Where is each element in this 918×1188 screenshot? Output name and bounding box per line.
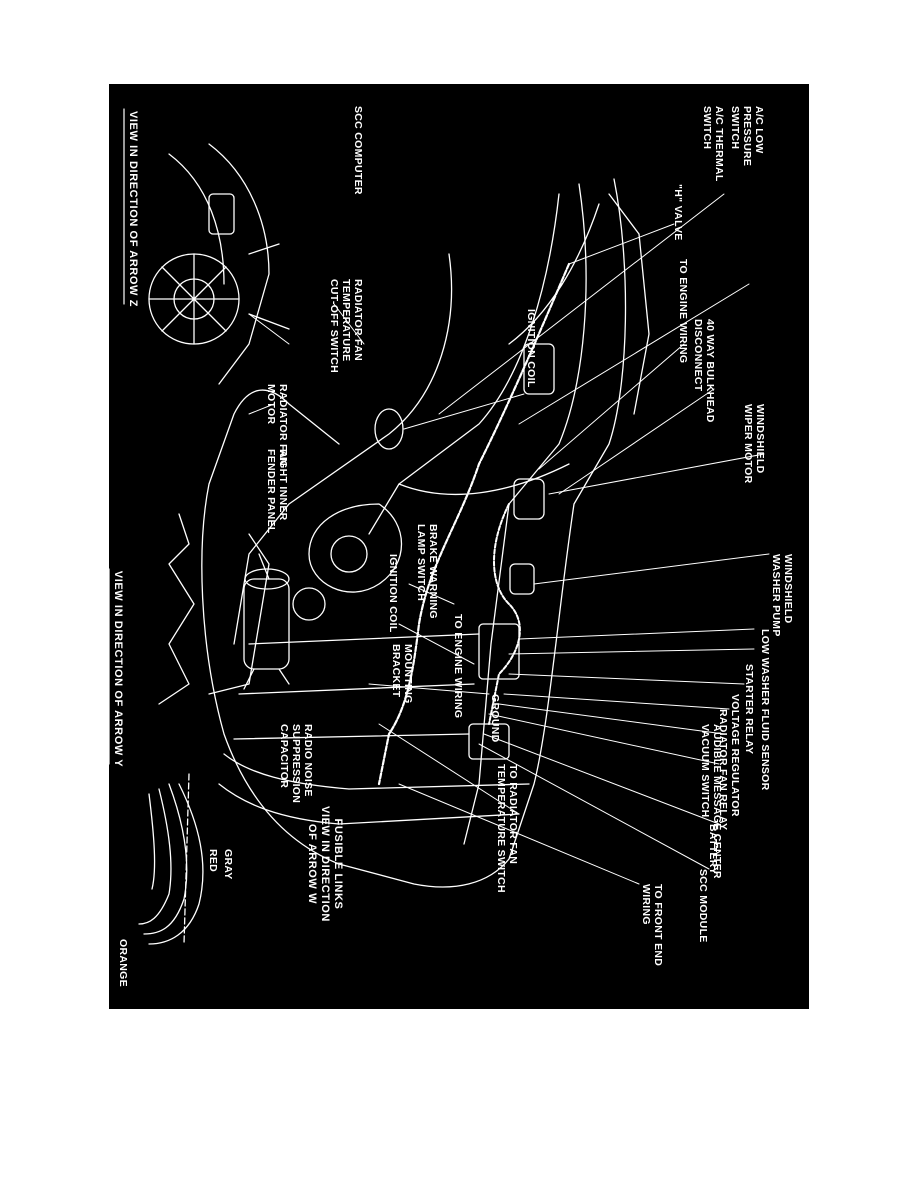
inner-fender-line: [233, 253, 453, 645]
battery-label: BATTERY: [707, 824, 719, 875]
arrow-z-detail: [148, 143, 290, 385]
to-front-end-wiring-label: TO FRONT END WIRING: [640, 884, 664, 967]
relay-block-shape: [478, 623, 520, 680]
radiator-support: [233, 633, 480, 740]
fusible-red-label: RED: [207, 849, 219, 873]
fusible-orange-label: ORANGE: [117, 939, 129, 987]
voltage-regulator-label: VOLTAGE REGULATOR: [729, 694, 741, 817]
front-end-panel-2: [218, 783, 520, 825]
rotated-diagram: A/C LOW PRESSURE SWITCH A/C THERMAL SWIT…: [109, 84, 809, 1009]
scc-module-shape: [468, 723, 510, 760]
wiring-harness: [377, 262, 571, 786]
fusible-links-caption-1: FUSIBLE LINKS: [332, 818, 344, 910]
h-valve-label: "H" VALVE: [672, 184, 684, 241]
to-engine-wiring-bottom-label: TO ENGINE WIRING: [452, 614, 464, 719]
ac-switch-shape: [523, 343, 555, 395]
ac-thermal-switch-label: A/C THERMAL SWITCH: [701, 106, 725, 182]
low-washer-fluid-sensor-label: LOW WASHER FLUID SENSOR: [759, 629, 771, 791]
starter-relay-label: STARTER RELAY: [743, 664, 755, 755]
mounting-bracket-label: MOUNTING BRACKET: [390, 644, 414, 704]
ground-label: GROUND: [489, 694, 501, 743]
fender-edge: [463, 183, 587, 845]
leader-lines: [248, 193, 770, 885]
ac-low-pressure-switch-label: A/C LOW PRESSURE SWITCH: [729, 106, 765, 167]
scc-computer-label: SCC COMPUTER: [352, 106, 364, 195]
wiring-harness-2: [488, 503, 521, 725]
to-engine-wiring-top-label: TO ENGINE WIRING: [677, 259, 689, 364]
wheel-arch: [398, 463, 570, 496]
brake-warning-lamp-switch-label: BRAKE WARNING LAMP SWITCH: [415, 524, 439, 619]
to-radiator-fan-temp-switch-label: TO RADIATOR FAN TEMPERATURE SWITCH: [495, 764, 519, 893]
diagram-plate: A/C LOW PRESSURE SWITCH A/C THERMAL SWIT…: [109, 84, 809, 1009]
front-end-panel: [223, 753, 530, 790]
scc-module-label: SCC MODULE: [697, 869, 709, 943]
cowl-line: [368, 193, 560, 535]
windshield-wiper-motor-label: WINDSHIELD WIPER MOTOR: [742, 404, 766, 484]
radiator-fan-temp-cutoff-label: RADIATOR FAN TEMPERATURE CUT-OFF SWITCH: [328, 279, 364, 374]
windshield-cowl: [508, 193, 650, 415]
shock-tower: [308, 503, 402, 593]
washer-pump-shape: [509, 563, 535, 595]
arrow-z-caption: VIEW IN DIRECTION OF ARROW Z: [127, 110, 139, 308]
strut-hole-1: [330, 535, 368, 573]
strut-hole-2: [292, 587, 326, 621]
arrow-y-caption: VIEW IN DIRECTION OF ARROW Y: [112, 570, 124, 768]
fusible-links-caption-2: VIEW IN DIRECTION: [319, 806, 331, 922]
engine-compartment-drawing: [109, 108, 770, 945]
ignition-coil-main-label: IGNITION COIL: [525, 309, 537, 388]
fusible-links-detail: [138, 773, 204, 945]
windshield-washer-pump-label: WINDSHIELD WASHER PUMP: [770, 554, 794, 637]
ignition-coil-main-shape: [374, 408, 404, 450]
radio-noise-capacitor-label: RADIO NOISE SUPPRESSION CAPACITOR: [278, 724, 314, 804]
car-body-outline: [201, 178, 627, 888]
ignition-coil-detail-label: IGNITION COIL: [387, 554, 399, 633]
fusible-gray-label: GRAY: [222, 849, 234, 880]
arrow-y-detail: [158, 513, 290, 705]
right-inner-fender-panel-label: RIGHT INNER FENDER PANEL: [265, 449, 289, 534]
wiper-motor-shape: [513, 478, 545, 520]
bulkhead-disconnect-label: 40 WAY BULKHEAD DISCONNECT: [692, 319, 716, 423]
fusible-links-caption-3: OF ARROW W: [306, 823, 318, 905]
